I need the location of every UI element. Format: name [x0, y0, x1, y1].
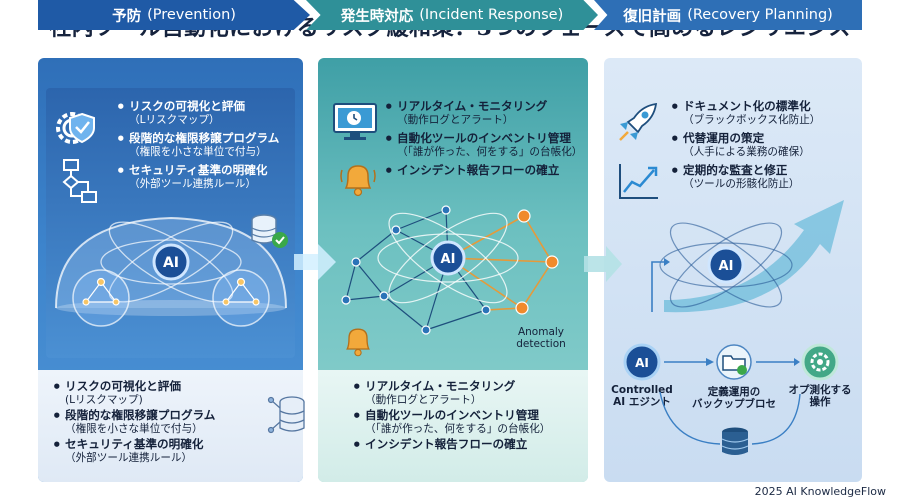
database-check-icon [251, 214, 288, 248]
gear-shield-icon [56, 112, 95, 144]
arrow-right-icon [294, 244, 336, 280]
list-item: セキュリティ基準の明確化（外部ツール連携ルール） [116, 163, 306, 190]
list-item: インシデント報告フローの確立 [352, 437, 582, 454]
alarm-bell-icon [346, 328, 370, 357]
response-bottom-list: リアルタイム・モニタリング（動作ログとアラート） 自動化ツールのインベントリ管理… [352, 379, 582, 455]
prevention-subtitle: (Prevention) [147, 7, 236, 23]
ai-core-label: AI [635, 356, 649, 370]
list-item: 代替運用の策定（人手による業務の確保） [670, 131, 860, 158]
flow-connectors [659, 358, 801, 445]
ai-core-label: AI [163, 255, 179, 271]
protection-dome-illustration: AI [55, 216, 287, 327]
list-item: インシデント報告フローの確立 [384, 163, 584, 180]
list-item: リアルタイム・モニタリング（動作ログとアラート） [352, 379, 582, 406]
flowchart-icon [62, 159, 97, 203]
anomaly-network-illustration: AI [341, 205, 559, 335]
ai-core-label: AI [719, 259, 734, 274]
list-item: リスクの可視化と評価(Lリスクマップ) [52, 379, 272, 406]
growth-chart-icon [619, 164, 658, 199]
prevention-list: リスクの可視化と評価（Lリスクマップ） 段階的な権限移譲プログラム（権限を小さな… [116, 99, 306, 197]
flow-node-label-operation: オプ測化する操作 [788, 384, 852, 409]
response-title: 発生時対応 [340, 8, 414, 25]
prevention-bottom-list: リスクの可視化と評価(Lリスクマップ) 段階的な権限移譲プログラム（権限を小さな… [52, 379, 272, 468]
monitor-clock-icon [333, 103, 377, 140]
list-item: セキュリティ基準の明確化（外部ツール連携ルール） [52, 437, 272, 464]
recovery-list: ドキュメント化の標準化（ブラックボックス化防止） 代替運用の策定（人手による業務… [670, 99, 860, 197]
database-icon [721, 427, 749, 455]
response-header: 発生時対応 (Incident Response) [306, 0, 598, 30]
alarm-bell-icon [340, 165, 376, 197]
response-list: リアルタイム・モニタリング（動作ログとアラート） 自動化ツールのインベントリ管理… [384, 99, 584, 184]
server-network-icon [267, 396, 305, 434]
recovery-orbit-illustration: AI [651, 200, 844, 313]
list-item: リスクの可視化と評価（Lリスクマップ） [116, 99, 306, 126]
response-subtitle: (Incident Response) [419, 7, 564, 23]
list-item: 段階的な権限移譲プログラム（権限を小さな単位で付与） [52, 408, 272, 435]
controlled-ai-node: AI [623, 343, 661, 381]
arrow-right-icon [584, 246, 622, 282]
rocket-icon [619, 102, 658, 141]
list-item: 段階的な権限移譲プログラム（権限を小さな単位で付与） [116, 131, 306, 158]
list-item: ドキュメント化の標準化（ブラックボックス化防止） [670, 99, 860, 126]
flow-node-label-backup: 定義運用のバックップブロセ [692, 386, 776, 411]
recovery-title: 復旧計画 [623, 8, 682, 25]
list-item: リアルタイム・モニタリング（動作ログとアラート） [384, 99, 584, 126]
recovery-header: 復旧計画 (Recovery Planning) [594, 0, 862, 30]
list-item: 自動化ツールのインベントリ管理（「誰が作った、何をする」の台帳化） [384, 131, 584, 158]
list-item: 自動化ツールのインベントリ管理（「誰が作った、何をする」の台帳化） [352, 408, 582, 435]
footer-credit: 2025 AI KnowledgeFlow [754, 485, 886, 498]
prevention-header: 予防 (Prevention) [38, 0, 310, 30]
ai-core-label: AI [441, 252, 456, 267]
gear-automation-icon [801, 343, 839, 381]
list-item: 定期的な監査と修正（ツールの形骸化防止） [670, 163, 860, 190]
prevention-title: 予防 [112, 8, 142, 25]
recovery-subtitle: (Recovery Planning) [687, 7, 833, 23]
backup-folder-icon [716, 344, 752, 380]
